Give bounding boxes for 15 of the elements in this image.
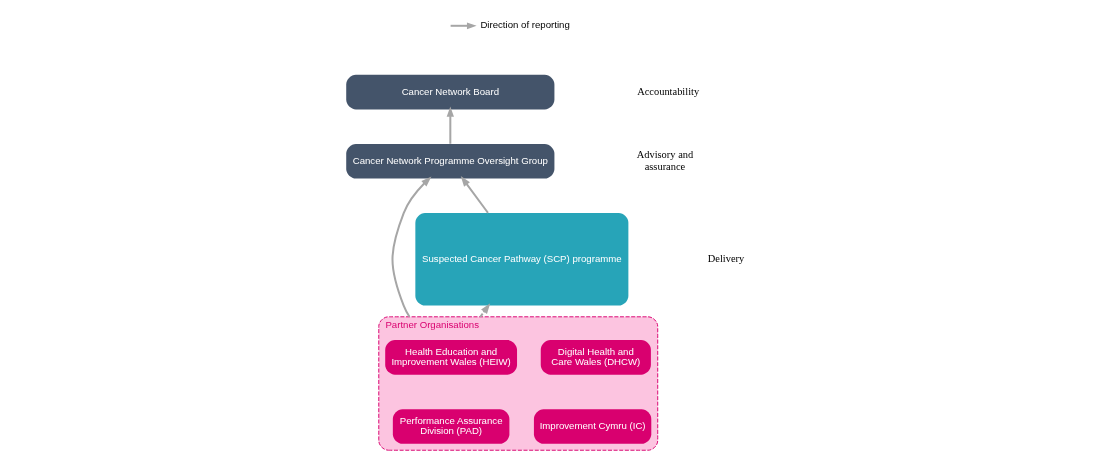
arrow xyxy=(479,303,490,318)
legend-label: Direction of reporting xyxy=(479,19,570,31)
node-box: Digital Health and Care Wales (DHCW) xyxy=(540,340,651,375)
arrow xyxy=(446,106,454,144)
node-box: Cancer Network Programme Oversight Group xyxy=(345,143,554,179)
label: Advisory and assurance xyxy=(636,149,693,172)
label: Accountability xyxy=(636,85,699,97)
arrow xyxy=(391,176,431,318)
node-box: Improvement Cymru (IC) xyxy=(533,409,651,444)
arrow xyxy=(460,176,489,214)
node-box: Health Education and Improvement Wales (HEIW) xyxy=(384,340,517,375)
node-box: Suspected Cancer Pathway (SCP) programme xyxy=(414,213,628,306)
node-box: Performance Assurance Division (PAD) xyxy=(392,409,509,444)
label: Delivery xyxy=(707,253,744,265)
node-box: Cancer Network Board xyxy=(345,74,554,110)
